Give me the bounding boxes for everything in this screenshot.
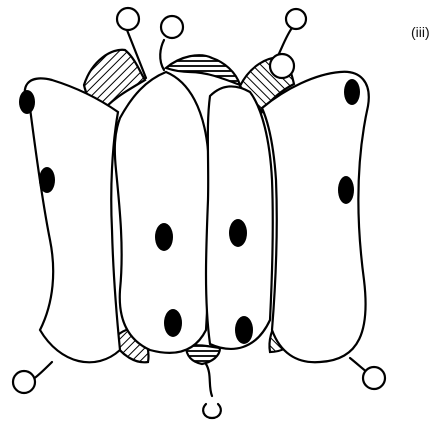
dot-3 bbox=[155, 223, 173, 251]
dot-7 bbox=[344, 79, 360, 105]
circle-top-4 bbox=[270, 54, 294, 78]
circle-bottom-1 bbox=[13, 371, 35, 393]
dot-6 bbox=[235, 316, 253, 344]
dot-1 bbox=[19, 90, 35, 114]
segment-1 bbox=[25, 78, 120, 362]
circle-bottom-3 bbox=[363, 367, 385, 389]
stalk-top-2 bbox=[160, 40, 164, 70]
stalk-bottom-2 bbox=[206, 364, 212, 396]
segment-2 bbox=[115, 72, 210, 353]
open-circle-bottom bbox=[203, 404, 221, 418]
dot-2 bbox=[39, 167, 55, 193]
dot-8 bbox=[338, 176, 354, 204]
dot-4 bbox=[164, 309, 182, 337]
panel-label: (iii) bbox=[411, 24, 430, 40]
circle-top-1 bbox=[117, 8, 139, 30]
dot-5 bbox=[229, 219, 247, 247]
circle-top-2 bbox=[161, 16, 183, 38]
circle-top-3 bbox=[286, 9, 306, 29]
segment-3 bbox=[206, 86, 273, 348]
segment-4 bbox=[262, 72, 369, 362]
